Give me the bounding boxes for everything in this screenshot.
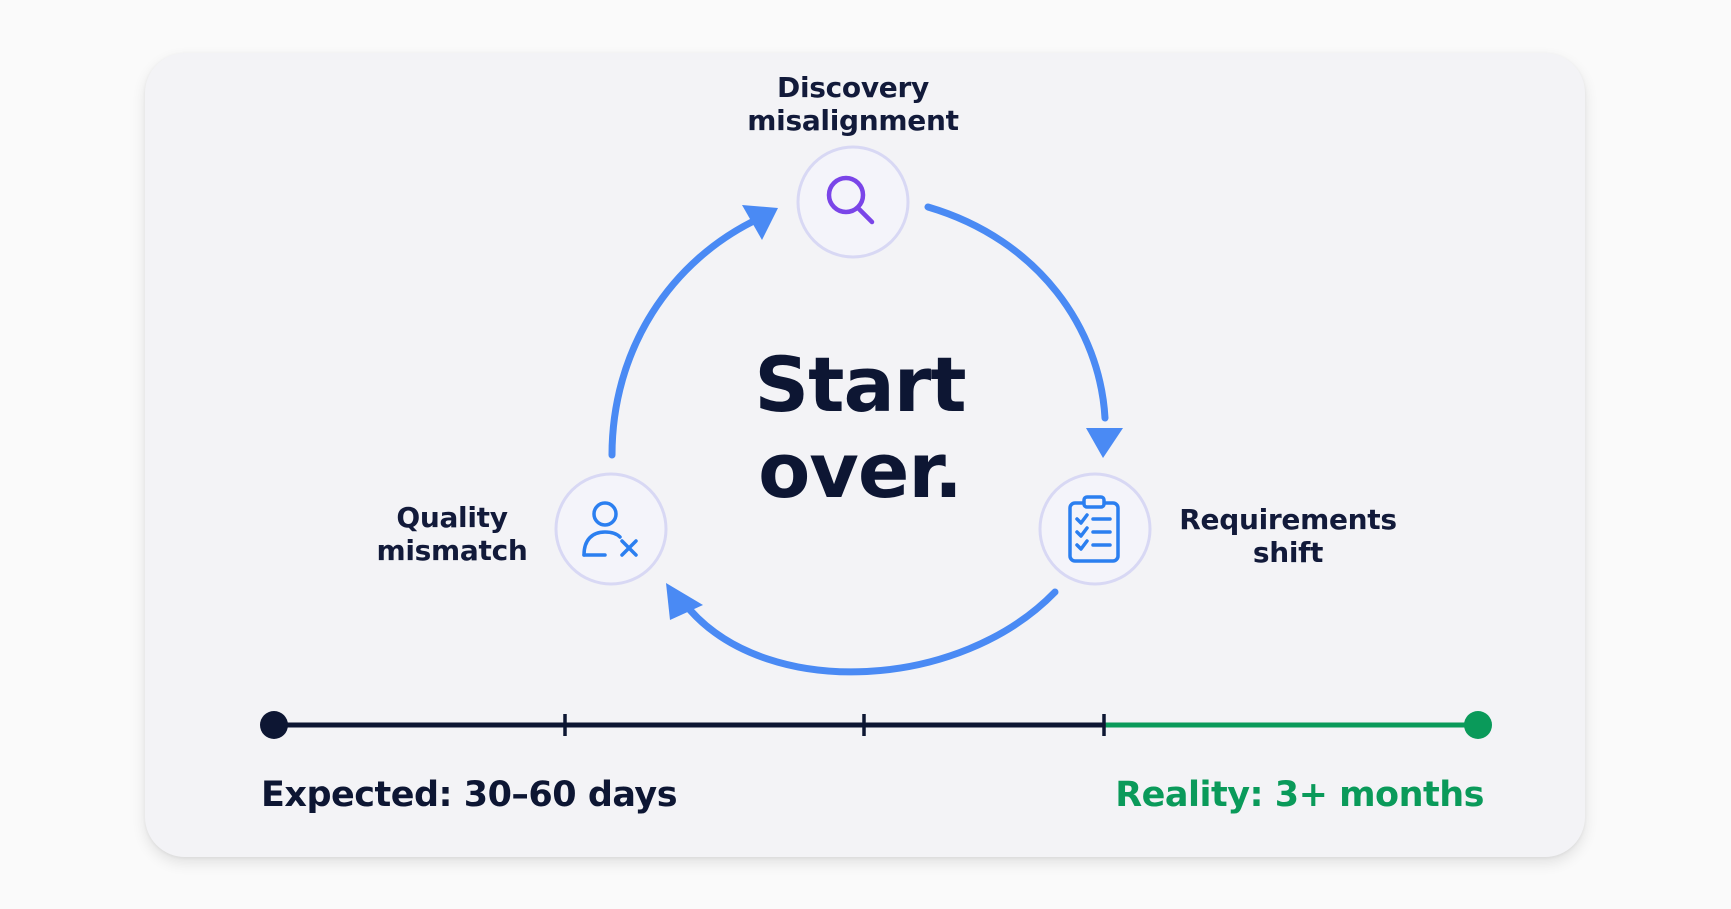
arrowhead-bottom-left: [666, 583, 703, 620]
arrow-discovery-to-requirements: [924, 203, 1109, 422]
node-discovery: [796, 145, 910, 259]
center-headline: Start over.: [640, 342, 1080, 514]
timeline-start-dot: [260, 711, 288, 739]
timeline-expected-label: Expected: 30–60 days: [261, 775, 678, 815]
arrow-requirements-to-quality: [686, 588, 1059, 676]
label-requirements: Requirements shift: [1163, 503, 1413, 569]
arrow-quality-to-discovery: [608, 214, 764, 459]
center-headline-line2: over.: [758, 426, 963, 515]
label-discovery: Discovery misalignment: [713, 71, 993, 137]
label-requirements-line2: shift: [1252, 536, 1324, 569]
timeline-end-dot: [1464, 711, 1492, 739]
label-quality: Quality mismatch: [352, 501, 552, 567]
label-quality-line1: Quality: [396, 501, 508, 534]
node-requirements: [1038, 472, 1152, 586]
label-discovery-line2: misalignment: [747, 104, 959, 137]
label-requirements-line1: Requirements: [1179, 503, 1397, 536]
center-headline-line1: Start: [754, 340, 966, 429]
search-icon: [826, 175, 875, 225]
label-discovery-line1: Discovery: [777, 71, 929, 104]
label-quality-line2: mismatch: [376, 534, 528, 567]
arrowhead-right: [1086, 428, 1123, 458]
timeline-reality-label: Reality: 3+ months: [1115, 775, 1484, 815]
clipboard-checklist-icon: [1068, 495, 1120, 563]
arrowhead-top-left: [742, 205, 778, 240]
user-x-icon: [582, 501, 638, 557]
